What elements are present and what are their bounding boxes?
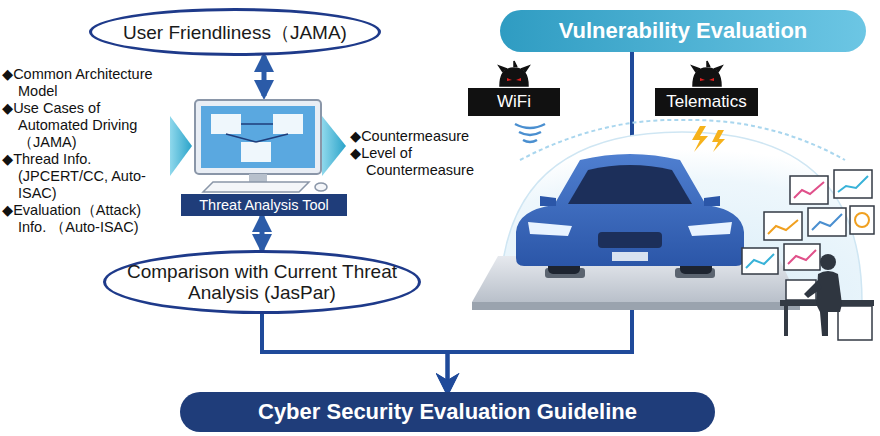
monitor-graphs bbox=[746, 176, 869, 268]
channel-box: WiFi bbox=[468, 88, 560, 116]
drawing-part bbox=[249, 174, 267, 182]
car-mirror bbox=[540, 196, 556, 206]
drawing-part bbox=[790, 176, 828, 204]
test-dome bbox=[500, 132, 862, 302]
connector bbox=[262, 56, 267, 96]
drawing-part bbox=[273, 114, 303, 134]
drawing-part bbox=[808, 208, 846, 236]
drawing-part bbox=[692, 61, 722, 86]
drawing-part bbox=[203, 182, 309, 192]
drawing-part bbox=[746, 254, 774, 268]
attacker-icon bbox=[692, 61, 722, 86]
input-triangle bbox=[170, 116, 192, 176]
node-text: Telematics bbox=[660, 92, 752, 112]
node-text: WiFi bbox=[491, 92, 537, 112]
car-body bbox=[516, 154, 744, 266]
node-text: User Friendliness（JAMA) bbox=[109, 22, 361, 43]
lightning-bolt bbox=[692, 126, 708, 152]
output-triangle bbox=[322, 116, 346, 176]
oval-node: Comparison with Current Threat Analysis … bbox=[103, 250, 421, 314]
bullet-item: ◆Use Cases of Automated Driving （JAMA) bbox=[2, 100, 168, 151]
drawing-part bbox=[507, 78, 521, 81]
section-bar: Vulnerability Evaluation bbox=[500, 10, 866, 52]
bullet-item: ◆Common Architecture Model bbox=[2, 66, 168, 100]
platform-rim bbox=[472, 302, 800, 310]
drawing-part bbox=[784, 244, 820, 270]
node-text: Comparison with Current Threat Analysis … bbox=[106, 261, 418, 303]
drawing-part bbox=[241, 142, 271, 162]
connector bbox=[262, 314, 448, 392]
car-grille bbox=[598, 232, 662, 248]
drawing-part bbox=[201, 106, 315, 168]
drawing-part bbox=[768, 220, 798, 234]
bullet-item: ◆Thread Info. (JPCERT/CC, Auto-ISAC) bbox=[2, 151, 168, 202]
drawing-part bbox=[820, 254, 836, 270]
connector bbox=[260, 216, 265, 250]
drawing-part bbox=[226, 124, 288, 142]
lightning-bolt bbox=[712, 130, 725, 152]
car-windshield bbox=[568, 165, 692, 204]
attacker-icon bbox=[499, 61, 529, 86]
drawing-part bbox=[315, 183, 327, 191]
desk-leg bbox=[784, 306, 788, 336]
drawing-part bbox=[816, 304, 842, 336]
tool-box: Threat Analysis Tool bbox=[181, 96, 347, 216]
monitor-wall bbox=[742, 170, 874, 274]
drawing-part bbox=[850, 206, 874, 234]
operator bbox=[804, 254, 842, 336]
drawing-part bbox=[742, 248, 778, 274]
output-list: ◆Countermeasure◆Level of Countermeasure bbox=[350, 128, 510, 179]
guideline-bar: Cyber Security Evaluation Guideline bbox=[180, 392, 715, 432]
bullet-item: ◆Countermeasure bbox=[350, 128, 510, 145]
drawing-part bbox=[812, 214, 842, 230]
drawing-part bbox=[700, 78, 714, 81]
bullet-item: ◆Level of Countermeasure bbox=[350, 145, 510, 179]
input-list: ◆Common Architecture Model◆Use Cases of … bbox=[2, 66, 168, 236]
oval-node: User Friendliness（JAMA) bbox=[89, 8, 381, 56]
dome-arc bbox=[520, 120, 845, 160]
drawing-part bbox=[794, 182, 824, 198]
drawing-part bbox=[195, 100, 321, 174]
car-headlight bbox=[528, 222, 572, 236]
drawing-part bbox=[804, 280, 822, 298]
drawing-part bbox=[211, 114, 241, 134]
car-mirror bbox=[704, 196, 720, 206]
car-headlight bbox=[688, 222, 732, 236]
drawing-part bbox=[838, 176, 868, 192]
desk-cabinet bbox=[838, 306, 872, 340]
drawing-part bbox=[788, 250, 816, 264]
node-text: Cyber Security Evaluation Guideline bbox=[246, 399, 649, 425]
car-plate bbox=[612, 252, 648, 261]
wifi-signal bbox=[515, 124, 545, 142]
drawing-part bbox=[834, 170, 872, 198]
drawing-part bbox=[499, 61, 529, 86]
node-text: Vulnerability Evaluation bbox=[547, 18, 820, 44]
bullet-item: ◆Evaluation（Attack) Info. （Auto-ISAC) bbox=[2, 202, 168, 236]
channel-box: Telematics bbox=[655, 88, 758, 116]
node-text: Threat Analysis Tool bbox=[181, 194, 347, 216]
drawing-part bbox=[855, 213, 869, 227]
drawing-part bbox=[764, 212, 802, 240]
